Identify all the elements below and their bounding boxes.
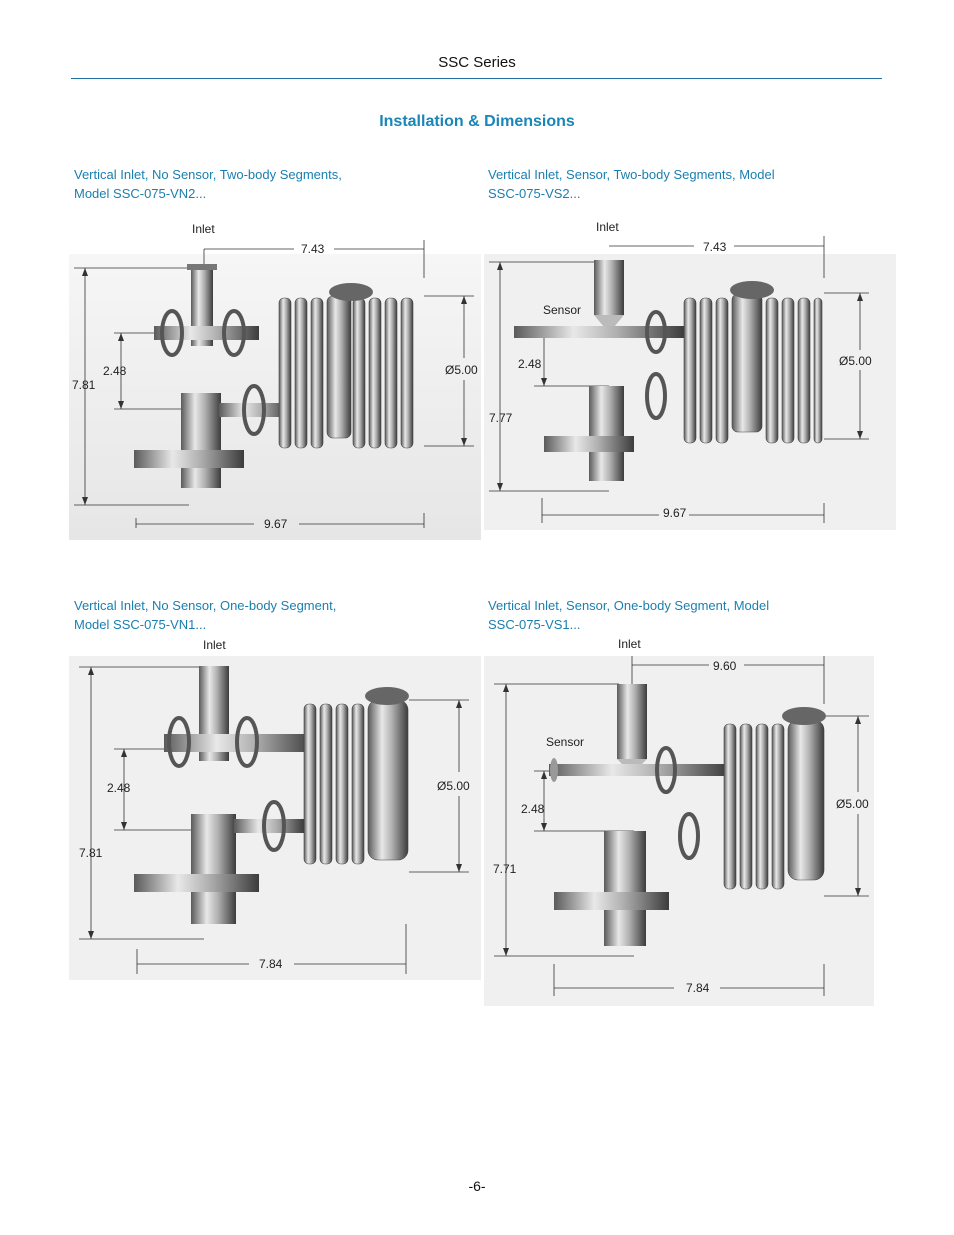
bottom-width-label: 7.84 <box>259 957 283 971</box>
pump-illustration <box>514 260 823 481</box>
caption-line: Model SSC-075-VN1... <box>74 617 207 632</box>
top-width-label: 9.60 <box>713 659 737 673</box>
pump-illustration <box>134 666 409 924</box>
figure-2-drawing: 7.77 2.48 Inlet Sensor 7.43 Ø5.00 9.67 <box>484 218 896 530</box>
figure-2-caption: Vertical Inlet, Sensor, Two-body Segment… <box>488 165 798 203</box>
bottom-width-label: 9.67 <box>663 506 687 520</box>
figure-3-drawing: Inlet 7.81 2.48 Ø5.00 7.84 <box>69 634 481 980</box>
offset-label: 2.48 <box>107 781 131 795</box>
top-width-label: 7.43 <box>301 242 325 256</box>
top-width-label: 7.43 <box>703 240 727 254</box>
caption-line: SSC-075-VS1... <box>488 617 581 632</box>
diameter-label: Ø5.00 <box>437 779 470 793</box>
figure-4-drawing: Inlet Sensor 9.60 7.71 2.48 Ø5.00 7.84 <box>484 634 896 1006</box>
figure-3-caption: Vertical Inlet, No Sensor, One-body Segm… <box>74 596 384 634</box>
offset-label: 2.48 <box>521 802 545 816</box>
bottom-width-label: 7.84 <box>686 981 710 995</box>
caption-line: Vertical Inlet, Sensor, One-body Segment… <box>488 598 770 613</box>
height-label: 7.77 <box>489 411 513 425</box>
pump-illustration <box>134 264 414 488</box>
caption-line: Model SSC-075-VN2... <box>74 186 207 201</box>
caption-line: Vertical Inlet, Sensor, Two-body Segment… <box>488 167 775 182</box>
diameter-label: Ø5.00 <box>836 797 869 811</box>
header-rule <box>71 78 882 79</box>
diameter-label: Ø5.00 <box>839 354 872 368</box>
figure-4-caption: Vertical Inlet, Sensor, One-body Segment… <box>488 596 798 634</box>
inlet-label: Inlet <box>203 638 226 652</box>
offset-label: 2.48 <box>103 364 127 378</box>
inlet-label: Inlet <box>618 637 641 651</box>
sensor-label: Sensor <box>546 735 584 749</box>
caption-line: SSC-075-VS2... <box>488 186 581 201</box>
caption-line: Vertical Inlet, No Sensor, One-body Segm… <box>74 598 337 613</box>
height-label: 7.71 <box>493 862 517 876</box>
diameter-label: Ø5.00 <box>445 363 478 377</box>
section-title: Installation & Dimensions <box>379 113 575 130</box>
page-number: -6- <box>468 1178 486 1194</box>
inlet-label: Inlet <box>192 222 215 236</box>
figure-1-drawing: 7.81 2.48 7.43 Inlet Ø5.00 9.67 <box>69 218 481 540</box>
height-label: 7.81 <box>79 846 103 860</box>
height-label: 7.81 <box>72 378 96 392</box>
caption-line: Vertical Inlet, No Sensor, Two-body Segm… <box>74 167 342 182</box>
offset-label: 2.48 <box>518 357 542 371</box>
figure-1-caption: Vertical Inlet, No Sensor, Two-body Segm… <box>74 165 384 203</box>
series-title: SSC Series <box>438 54 516 71</box>
inlet-label: Inlet <box>596 220 619 234</box>
bottom-width-label: 9.67 <box>264 517 288 531</box>
sensor-label: Sensor <box>543 303 581 317</box>
pump-illustration <box>549 684 826 946</box>
